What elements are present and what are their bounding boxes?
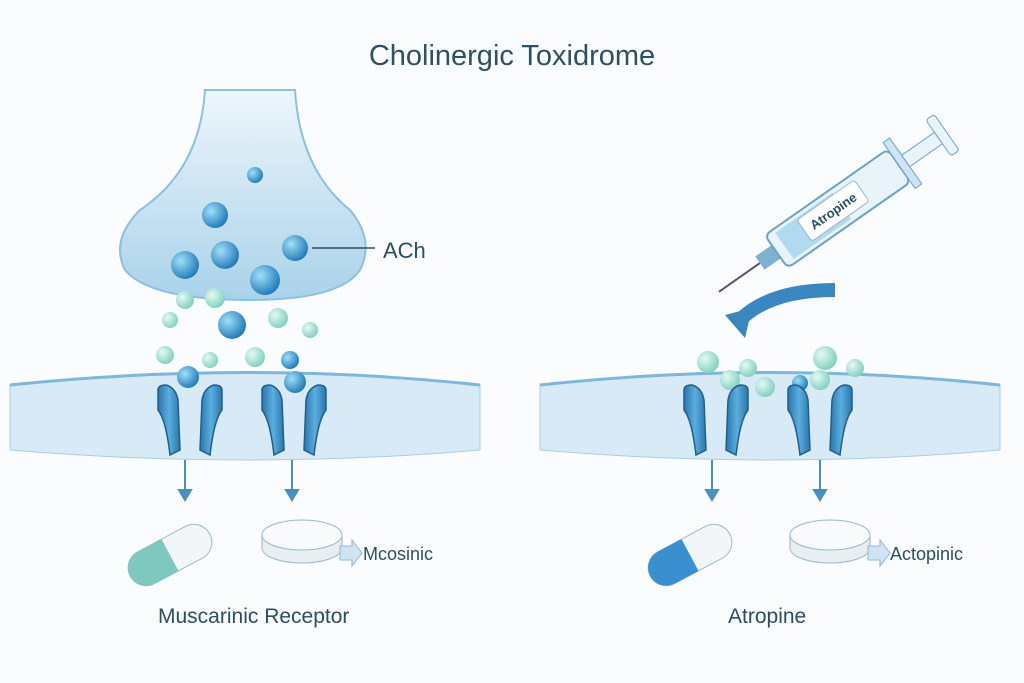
receptors [157,384,853,457]
ach-label: ACh [383,238,426,263]
signal-arrows [177,460,828,502]
tablet-right [789,519,891,568]
right-membrane [539,371,1001,461]
capsule-left [127,523,213,587]
right-pill-label: Actopinic [890,544,964,564]
atropine-syringe: Atropine [718,114,959,293]
ach-molecules [156,167,318,393]
tablet-left [261,519,363,568]
nerve-terminal [119,89,367,302]
curved-arrow [735,283,836,326]
left-membrane [9,371,481,461]
left-pill-label: Mcosinic [363,544,434,564]
right-caption: Atropine [728,605,807,628]
diagram-title: Cholinergic Toxidrome [368,40,656,72]
drug-molecules [697,346,864,397]
left-caption: Muscarinic Receptor [158,605,350,628]
capsule-right [647,523,733,587]
